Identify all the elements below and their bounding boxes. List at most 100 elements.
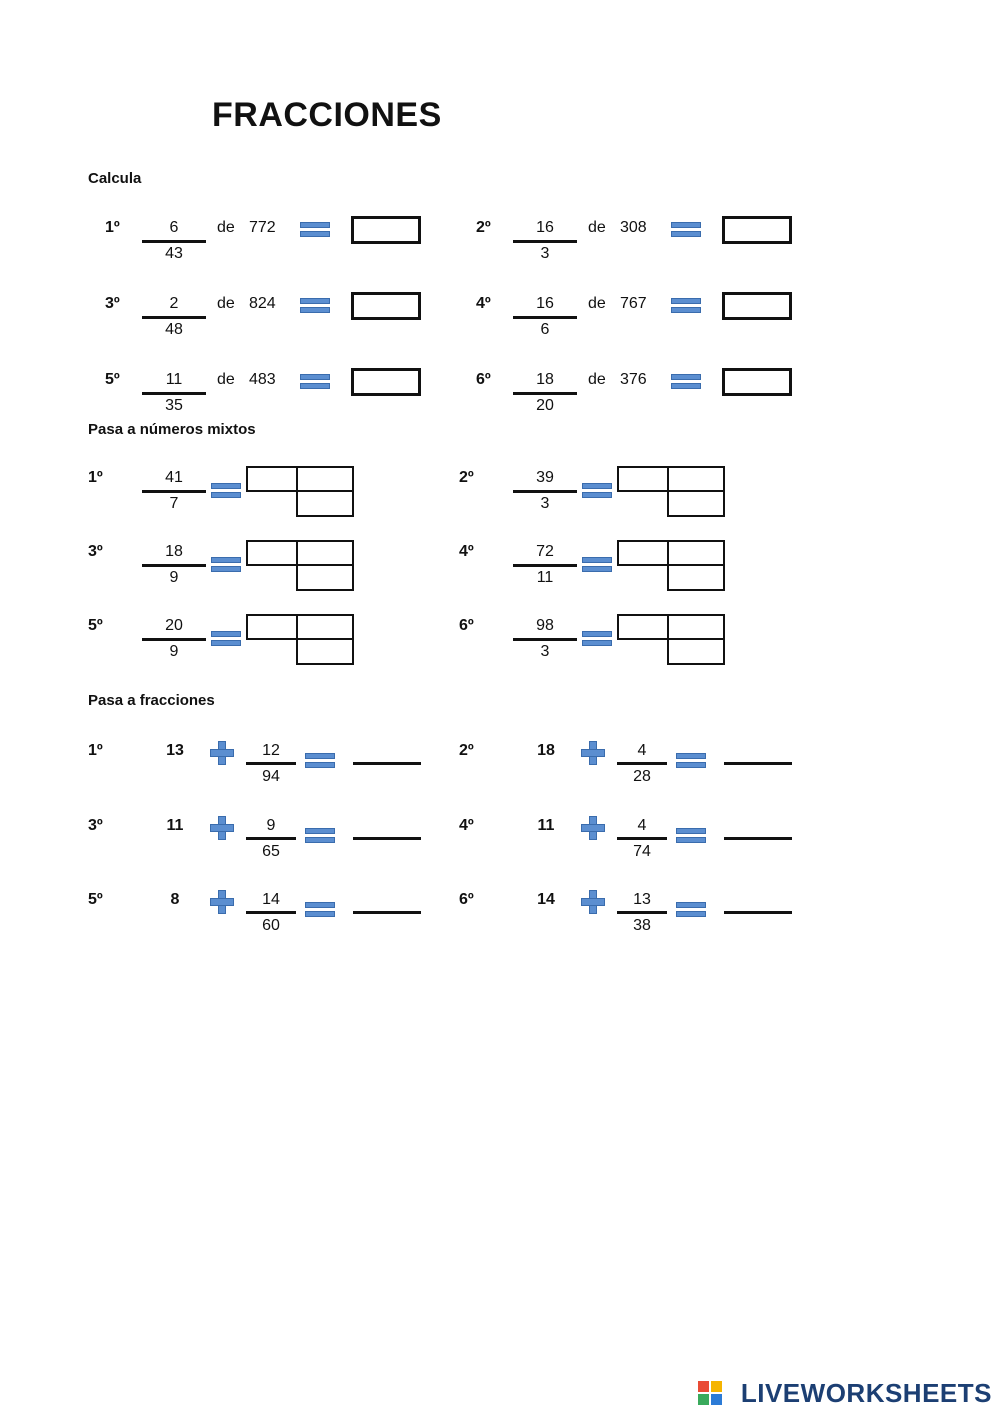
- exercise-number: 1º: [88, 742, 103, 759]
- numerator-box[interactable]: [296, 466, 354, 492]
- fraction-numerator: 14: [262, 891, 280, 908]
- fraction-numerator: 18: [536, 371, 554, 388]
- equals-icon: [676, 902, 706, 918]
- answer-line[interactable]: [353, 837, 421, 840]
- fraction-numerator: 12: [262, 742, 280, 759]
- fraction-numerator: 20: [165, 617, 183, 634]
- numerator-box[interactable]: [296, 540, 354, 566]
- equals-icon: [671, 374, 701, 390]
- exercise-number: 6º: [476, 371, 491, 388]
- whole-part-box[interactable]: [617, 540, 669, 566]
- denominator-box[interactable]: [667, 564, 725, 591]
- liveworksheets-logo: LIVEWORKSHEETS: [740, 1378, 992, 1408]
- fraction-denominator: 6: [540, 321, 550, 338]
- answer-line[interactable]: [724, 837, 792, 840]
- denominator-box[interactable]: [667, 490, 725, 517]
- exercise-number: 4º: [459, 543, 474, 560]
- fraction-denominator: 11: [536, 569, 554, 586]
- denominator-box[interactable]: [296, 490, 354, 517]
- fraction-denominator: 48: [165, 321, 183, 338]
- fraction-numerator: 9: [266, 817, 276, 834]
- quantity: 376: [620, 371, 647, 388]
- whole-number: 8: [170, 891, 180, 908]
- whole-part-box[interactable]: [246, 466, 298, 492]
- numerator-box[interactable]: [296, 614, 354, 640]
- plus-icon: [210, 890, 234, 914]
- fraction-numerator: 16: [536, 295, 554, 312]
- fraction-numerator: 11: [165, 371, 183, 388]
- plus-icon: [210, 741, 234, 765]
- answer-box[interactable]: [351, 368, 421, 396]
- quantity: 824: [249, 295, 276, 312]
- numerator-box[interactable]: [667, 540, 725, 566]
- fraction-denominator: 94: [262, 768, 280, 785]
- answer-box[interactable]: [351, 216, 421, 244]
- fraction-numerator: 4: [637, 742, 647, 759]
- exercise-number: 3º: [88, 817, 103, 834]
- fraction-bar: [246, 911, 296, 914]
- plus-icon: [581, 890, 605, 914]
- answer-line[interactable]: [353, 762, 421, 765]
- fraction-bar: [513, 490, 577, 493]
- denominator-box[interactable]: [667, 638, 725, 665]
- fraction-bar: [246, 837, 296, 840]
- numerator-box[interactable]: [667, 614, 725, 640]
- fraction-bar: [513, 564, 577, 567]
- whole-part-box[interactable]: [246, 540, 298, 566]
- fraction-denominator: 65: [262, 843, 280, 860]
- fraction-numerator: 18: [165, 543, 183, 560]
- whole-part-box[interactable]: [246, 614, 298, 640]
- exercise-number: 4º: [476, 295, 491, 312]
- equals-icon: [671, 298, 701, 314]
- whole-part-box[interactable]: [617, 466, 669, 492]
- section-fracciones-heading: Pasa a fracciones: [88, 692, 215, 709]
- whole-part-box[interactable]: [617, 614, 669, 640]
- page-title: FRACCIONES: [212, 96, 442, 134]
- exercise-number: 6º: [459, 891, 474, 908]
- fraction-denominator: 60: [262, 917, 280, 934]
- fraction-denominator: 20: [536, 397, 554, 414]
- fraction-numerator: 4: [637, 817, 647, 834]
- equals-icon: [582, 483, 612, 499]
- equals-icon: [671, 222, 701, 238]
- answer-line[interactable]: [353, 911, 421, 914]
- fraction-denominator: 3: [540, 245, 550, 262]
- exercise-number: 5º: [88, 617, 103, 634]
- exercise-number: 3º: [88, 543, 103, 560]
- fraction-bar: [617, 837, 667, 840]
- fraction-numerator: 13: [633, 891, 651, 908]
- answer-line[interactable]: [724, 911, 792, 914]
- fraction-denominator: 35: [165, 397, 183, 414]
- fraction-denominator: 74: [633, 843, 651, 860]
- fraction-numerator: 41: [165, 469, 183, 486]
- answer-box[interactable]: [351, 292, 421, 320]
- equals-icon: [305, 902, 335, 918]
- fraction-bar: [617, 911, 667, 914]
- plus-icon: [581, 741, 605, 765]
- answer-line[interactable]: [724, 762, 792, 765]
- plus-icon: [581, 816, 605, 840]
- fraction-bar: [142, 240, 206, 243]
- exercise-number: 2º: [476, 219, 491, 236]
- answer-box[interactable]: [722, 368, 792, 396]
- quantity: 308: [620, 219, 647, 236]
- of-word: de: [217, 219, 235, 236]
- fraction-bar: [513, 240, 577, 243]
- equals-icon: [211, 557, 241, 573]
- fraction-bar: [142, 564, 206, 567]
- whole-number: 13: [166, 742, 184, 759]
- fraction-bar: [246, 762, 296, 765]
- equals-icon: [582, 557, 612, 573]
- whole-number: 11: [166, 817, 184, 834]
- equals-icon: [211, 483, 241, 499]
- denominator-box[interactable]: [296, 564, 354, 591]
- fraction-denominator: 3: [540, 643, 550, 660]
- exercise-number: 2º: [459, 742, 474, 759]
- denominator-box[interactable]: [296, 638, 354, 665]
- answer-box[interactable]: [722, 292, 792, 320]
- section-mixtos-heading: Pasa a números mixtos: [88, 421, 256, 438]
- fraction-bar: [142, 490, 206, 493]
- quantity: 767: [620, 295, 647, 312]
- answer-box[interactable]: [722, 216, 792, 244]
- numerator-box[interactable]: [667, 466, 725, 492]
